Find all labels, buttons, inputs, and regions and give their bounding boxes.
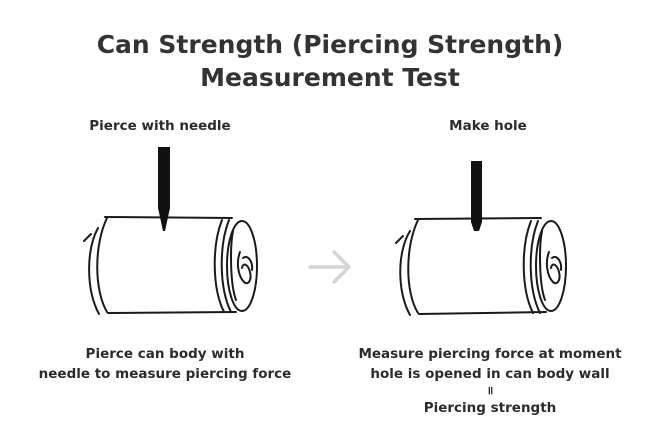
can-icon xyxy=(395,217,567,316)
title-line-1: Can Strength (Piercing Strength) xyxy=(96,30,564,59)
pierce-figure xyxy=(83,147,258,315)
hole-figure xyxy=(395,161,567,316)
caption-right-line-2: hole is opened in can body wall xyxy=(370,366,610,382)
caption-left-line-1: Pierce can body with xyxy=(85,346,245,362)
title-line-2: Measurement Test xyxy=(200,63,460,92)
needle-icon xyxy=(471,161,482,231)
page-title: Can Strength (Piercing Strength) Measure… xyxy=(0,28,660,94)
can-icon xyxy=(83,216,258,315)
caption-right: Measure piercing force at moment hole is… xyxy=(340,344,640,418)
caption-left: Pierce can body with needle to measure p… xyxy=(20,344,310,384)
caption-right-line-1: Measure piercing force at moment xyxy=(358,346,622,362)
caption-right-equals: ॥ xyxy=(486,384,494,397)
right-arrow-icon xyxy=(308,250,351,284)
needle-icon xyxy=(158,147,170,231)
step-label-hole: Make hole xyxy=(449,118,527,134)
caption-right-line-4: Piercing strength xyxy=(423,400,557,416)
caption-left-line-2: needle to measure piercing force xyxy=(38,366,292,382)
step-label-pierce: Pierce with needle xyxy=(89,118,231,134)
